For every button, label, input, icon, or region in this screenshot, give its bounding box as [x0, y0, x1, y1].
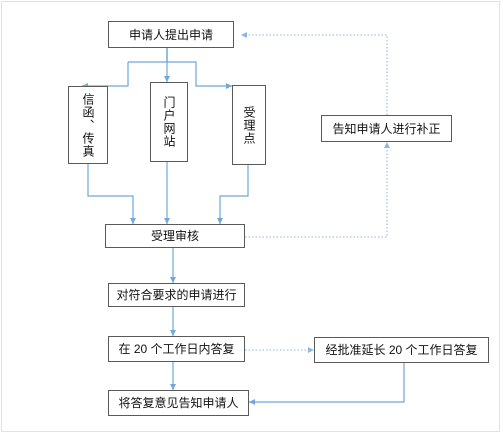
process-qualified-box: 对符合要求的申请进行	[108, 283, 245, 307]
arrow-submit-to-acceptance-point	[166, 48, 232, 89]
arrow-extension-to-notify	[249, 363, 405, 405]
notify-correction-box: 告知申请人进行补正	[321, 115, 452, 142]
reply-20-days-box: 在 20 个工作日内答复	[108, 336, 245, 362]
portal-site-box: 门户网站	[150, 82, 188, 162]
arrow-point-to-review	[217, 165, 249, 224]
arrow-letter-to-review	[87, 164, 136, 224]
extension-reply-box: 经批准延长 20 个工作日答复	[314, 337, 489, 363]
acceptance-point-box: 受理点	[232, 85, 266, 165]
acceptance-review-box: 受理审核	[105, 224, 245, 248]
arrow-review-to-correction	[245, 142, 390, 238]
applicant-submit-box: 申请人提出申请	[108, 21, 234, 48]
notify-opinion-box: 将答复意见告知申请人	[108, 390, 249, 416]
arrow-submit-to-letter	[82, 48, 168, 86]
letter-fax-box: 信函、传真	[68, 86, 108, 164]
